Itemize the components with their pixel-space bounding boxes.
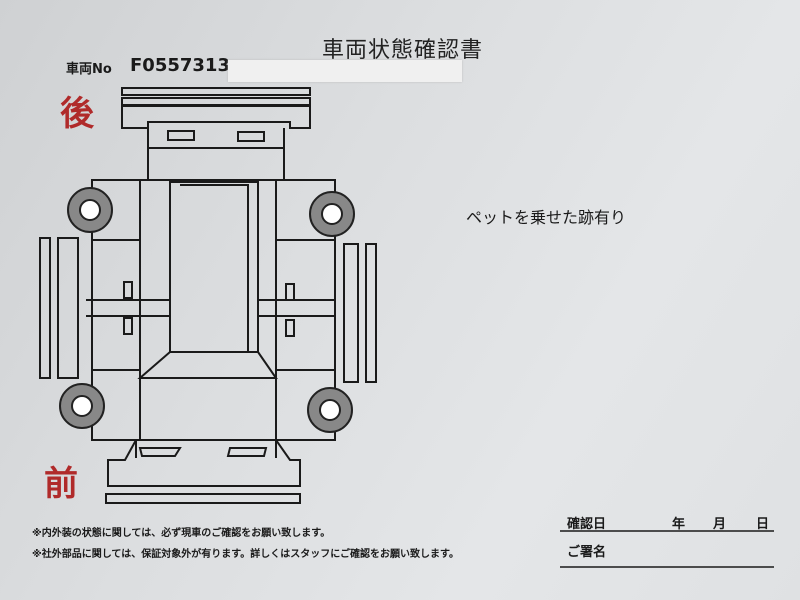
document-title: 車両状態確認書 <box>322 38 484 63</box>
signature-label: ご署名 <box>567 545 607 560</box>
vehicle-number: F0557313 <box>130 55 230 76</box>
year-label: 年 <box>672 517 686 532</box>
confirm-date-label: 確認日 <box>567 517 607 532</box>
footnote-parts: ※社外部品に関しては、保証対象外が有ります。詳しくはスタッフにご確認をお願い致し… <box>32 549 460 560</box>
condition-note: ペットを乗せた跡有り <box>466 208 627 227</box>
front-label: 前 <box>44 464 78 504</box>
rear-label: 後 <box>60 94 94 134</box>
footnote-interior: ※内外装の状態に関しては、必ず現車のご確認をお願い致します。 <box>32 528 331 539</box>
vehicle-number-label: 車両No <box>66 62 112 77</box>
redacted-field <box>228 60 462 82</box>
month-label: 月 <box>713 517 727 532</box>
day-label: 日 <box>756 517 770 532</box>
